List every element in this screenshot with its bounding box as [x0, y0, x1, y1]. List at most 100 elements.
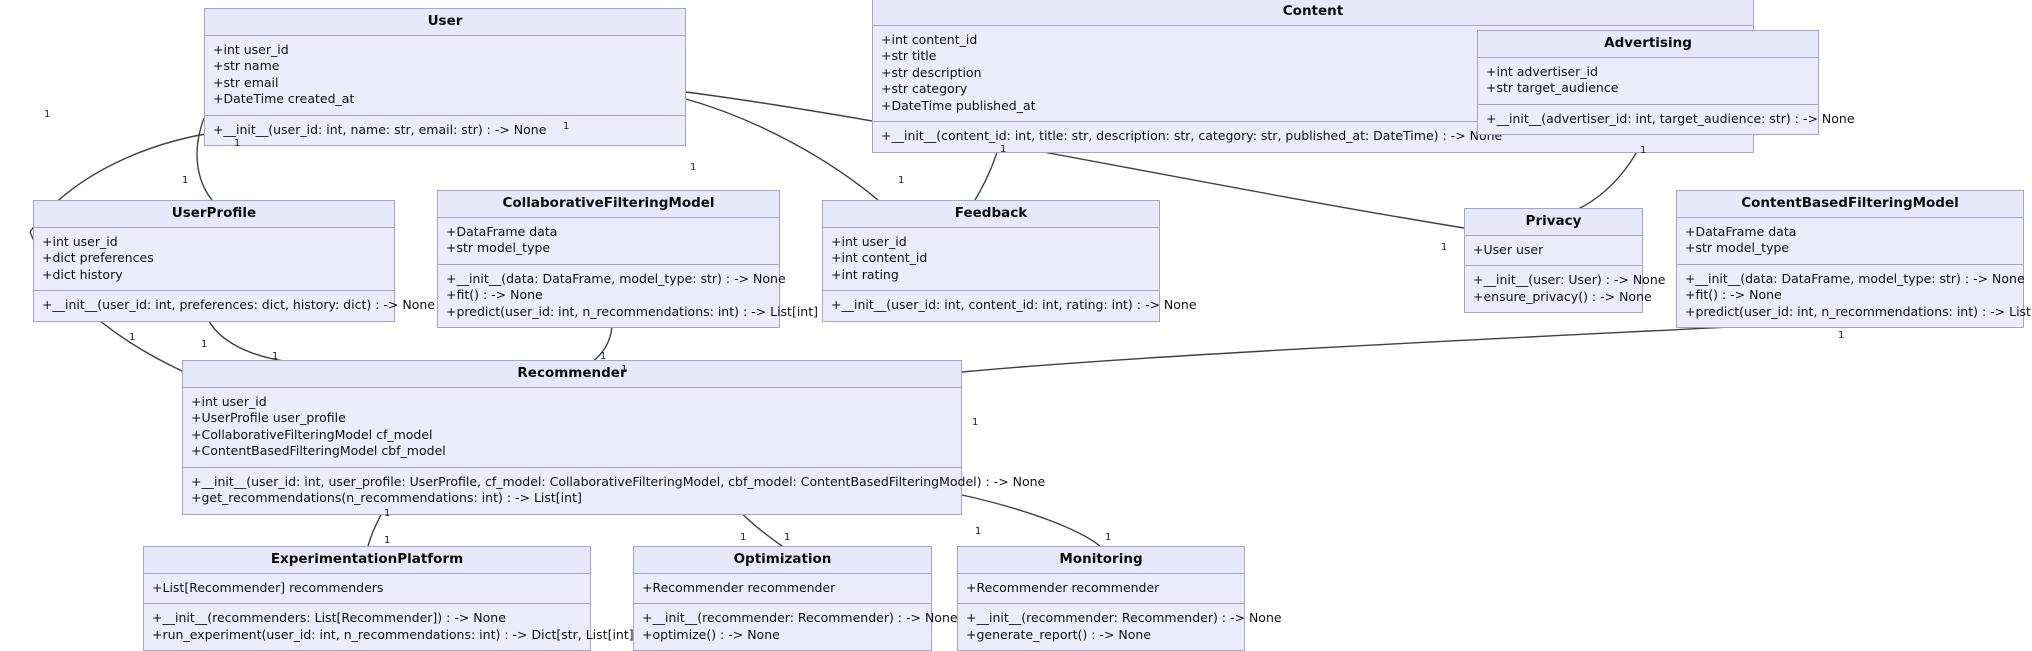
- attribute-row: +int advertiser_id: [1486, 63, 1598, 79]
- class-attributes-experimentation-platform: +List[Recommender] recommenders: [144, 573, 590, 605]
- uml-class-experimentation-platform[interactable]: ExperimentationPlatform +List[Recommende…: [143, 546, 639, 651]
- attribute-row: +DataFrame data: [446, 223, 558, 239]
- attribute-row: +int user_id: [831, 233, 907, 249]
- class-methods-optimization: +__init__(recommender: Recommender) : ->…: [634, 604, 958, 651]
- multiplicity-label: 1: [975, 526, 982, 537]
- method-row: +fit() : -> None: [446, 287, 543, 303]
- multiplicity-label: 1: [1640, 145, 1647, 156]
- multiplicity-label: 1: [384, 508, 391, 519]
- class-methods-recommender: +__init__(user_id: int, user_profile: Us…: [183, 467, 1046, 514]
- class-title-content-based-filtering-model: ContentBasedFilteringModel: [1677, 191, 2023, 218]
- class-title-recommender: Recommender: [183, 361, 961, 388]
- attribute-row: +int rating: [831, 266, 899, 282]
- attribute-row: +str email: [213, 74, 279, 90]
- multiplicity-label: 1: [44, 109, 51, 120]
- class-attributes-recommender: +int user_id +UserProfile user_profile +…: [183, 387, 961, 468]
- uml-class-advertising[interactable]: Advertising +int advertiser_id +str targ…: [1477, 30, 1855, 136]
- method-row: +__init__(data: DataFrame, model_type: s…: [1685, 270, 2025, 286]
- uml-class-privacy[interactable]: Privacy +User user +__init__(user: User)…: [1464, 208, 1666, 314]
- uml-class-feedback[interactable]: Feedback +int user_id +int content_id +i…: [822, 200, 1197, 322]
- class-methods-monitoring: +__init__(recommender: Recommender) : ->…: [958, 604, 1282, 651]
- attribute-row: +User user: [1473, 241, 1544, 257]
- attribute-row: +dict preferences: [42, 250, 154, 266]
- attribute-row: +str description: [881, 64, 982, 80]
- class-attributes-userprofile: +int user_id +dict preferences +dict his…: [34, 227, 394, 292]
- class-title-advertising: Advertising: [1478, 31, 1818, 58]
- multiplicity-label: 1: [690, 162, 697, 173]
- class-attributes-collaborative-filtering-model: +DataFrame data +str model_type: [438, 217, 779, 265]
- class-attributes-advertising: +int advertiser_id +str target_audience: [1478, 57, 1818, 105]
- method-row: +predict(user_id: int, n_recommendations…: [446, 303, 819, 319]
- multiplicity-label: 1: [972, 417, 979, 428]
- method-row: +__init__(data: DataFrame, model_type: s…: [446, 270, 786, 286]
- attribute-row: +str title: [881, 48, 937, 64]
- attribute-row: +int user_id: [42, 233, 118, 249]
- class-methods-feedback: +__init__(user_id: int, content_id: int,…: [823, 291, 1197, 321]
- multiplicity-label: 1: [1441, 242, 1448, 253]
- multiplicity-label: 1: [384, 535, 391, 546]
- multiplicity-label: 1: [600, 351, 607, 362]
- multiplicity-label: 1: [621, 364, 628, 375]
- class-attributes-optimization: +Recommender recommender: [634, 573, 931, 605]
- multiplicity-label: 1: [234, 138, 241, 149]
- method-row: +__init__(user: User) : -> None: [1473, 272, 1666, 288]
- class-title-user: User: [205, 9, 685, 36]
- class-methods-privacy: +__init__(user: User) : -> None +ensure_…: [1465, 266, 1666, 313]
- class-title-userprofile: UserProfile: [34, 201, 394, 228]
- multiplicity-label: 1: [1105, 532, 1112, 543]
- class-methods-userprofile: +__init__(user_id: int, preferences: dic…: [34, 291, 435, 321]
- multiplicity-label: 1: [129, 332, 136, 343]
- class-title-experimentation-platform: ExperimentationPlatform: [144, 547, 590, 574]
- method-row: +__init__(recommender: Recommender) : ->…: [642, 610, 958, 626]
- method-row: +generate_report() : -> None: [966, 626, 1152, 642]
- method-row: +ensure_privacy() : -> None: [1473, 288, 1652, 304]
- uml-class-collaborative-filtering-model[interactable]: CollaborativeFilteringModel +DataFrame d…: [437, 190, 819, 329]
- uml-class-user[interactable]: User +int user_id +str name +str email +…: [204, 8, 686, 147]
- attribute-row: +List[Recommender] recommenders: [152, 579, 384, 595]
- method-row: +optimize() : -> None: [642, 626, 780, 642]
- multiplicity-label: 1: [740, 532, 747, 543]
- method-row: +__init__(recommender: Recommender) : ->…: [966, 610, 1282, 626]
- attribute-row: +CollaborativeFilteringModel cf_model: [191, 426, 433, 442]
- multiplicity-label: 1: [182, 175, 189, 186]
- attribute-row: +Recommender recommender: [642, 579, 836, 595]
- class-attributes-user: +int user_id +str name +str email +DateT…: [205, 35, 685, 116]
- class-attributes-monitoring: +Recommender recommender: [958, 573, 1244, 605]
- method-row: +__init__(advertiser_id: int, target_aud…: [1486, 110, 1855, 126]
- class-attributes-feedback: +int user_id +int content_id +int rating: [823, 227, 1159, 292]
- method-row: +__init__(user_id: int, user_profile: Us…: [191, 473, 1046, 489]
- attribute-row: +int user_id: [213, 41, 289, 57]
- uml-class-optimization[interactable]: Optimization +Recommender recommender +_…: [633, 546, 958, 651]
- method-row: +__init__(user_id: int, preferences: dic…: [42, 297, 435, 313]
- class-title-privacy: Privacy: [1465, 209, 1642, 236]
- method-row: +get_recommendations(n_recommendations: …: [191, 490, 582, 506]
- uml-class-content-based-filtering-model[interactable]: ContentBasedFilteringModel +DataFrame da…: [1676, 190, 2032, 329]
- method-row: +run_experiment(user_id: int, n_recommen…: [152, 626, 639, 642]
- multiplicity-label: 1: [272, 351, 279, 362]
- method-row: +__init__(user_id: int, content_id: int,…: [831, 297, 1197, 313]
- class-title-content: Content: [873, 0, 1753, 26]
- uml-class-monitoring[interactable]: Monitoring +Recommender recommender +__i…: [957, 546, 1282, 651]
- class-title-optimization: Optimization: [634, 547, 931, 574]
- attribute-row: +UserProfile user_profile: [191, 410, 346, 426]
- method-row: +__init__(user_id: int, name: str, email…: [213, 121, 547, 137]
- attribute-row: +str model_type: [1685, 240, 1790, 256]
- attribute-row: +DataFrame data: [1685, 223, 1797, 239]
- multiplicity-label: 1: [563, 121, 570, 132]
- uml-class-userprofile[interactable]: UserProfile +int user_id +dict preferenc…: [33, 200, 435, 322]
- multiplicity-label: 1: [784, 532, 791, 543]
- multiplicity-label: 1: [1000, 144, 1007, 155]
- class-methods-user: +__init__(user_id: int, name: str, email…: [205, 115, 685, 146]
- multiplicity-label: 1: [898, 175, 905, 186]
- uml-class-recommender[interactable]: Recommender +int user_id +UserProfile us…: [182, 360, 1046, 515]
- attribute-row: +int user_id: [191, 393, 267, 409]
- attribute-row: +int content_id: [831, 250, 928, 266]
- edge-user-feedback: [685, 98, 879, 201]
- attribute-row: +DateTime created_at: [213, 91, 355, 107]
- attribute-row: +ContentBasedFilteringModel cbf_model: [191, 443, 446, 459]
- class-methods-experimentation-platform: +__init__(recommenders: List[Recommender…: [144, 604, 639, 651]
- class-title-monitoring: Monitoring: [958, 547, 1244, 574]
- multiplicity-label: 1: [1838, 330, 1845, 341]
- attribute-row: +int content_id: [881, 31, 978, 47]
